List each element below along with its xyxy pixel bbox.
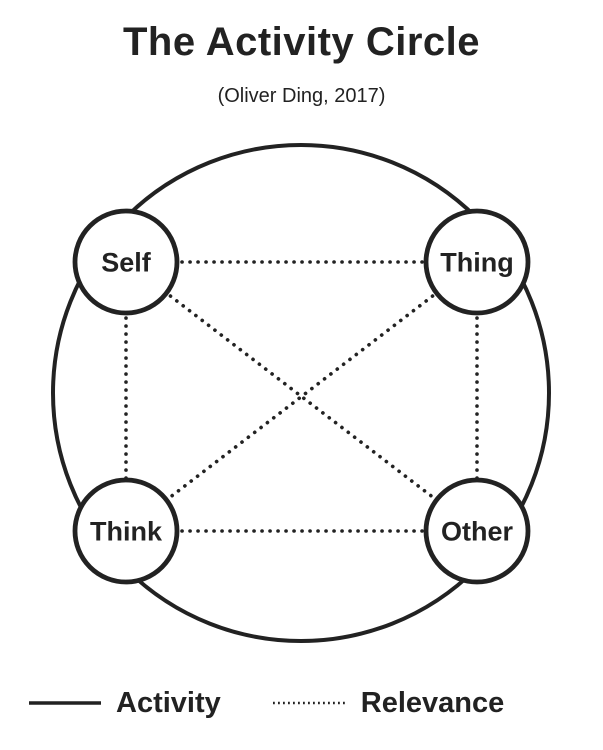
node-circle-self [72, 208, 180, 316]
node-label-think: Think [90, 517, 163, 547]
legend-item-activity: Activity [28, 683, 221, 723]
node-other: Other [423, 477, 531, 585]
node-label-other: Other [441, 517, 514, 547]
page-title: The Activity Circle [122, 20, 481, 64]
legend-item-relevance: Relevance [272, 683, 505, 723]
node-circle-thing [423, 208, 531, 316]
node-circle-other [423, 477, 531, 585]
outer-activity-circle [51, 143, 551, 643]
solid-line-sample-icon [29, 701, 101, 705]
relevance-line-thing-think [124, 260, 479, 533]
legend: Activity Relevance [28, 683, 504, 723]
node-think: Think [72, 477, 180, 585]
node-label-thing: Thing [440, 248, 513, 278]
page-subtitle: (Oliver Ding, 2017) [217, 85, 386, 107]
legend-label-relevance: Relevance [360, 687, 505, 719]
node-self: Self [72, 208, 180, 316]
dotted-line-sample-icon [272, 701, 347, 705]
relevance-line-self-other [124, 260, 479, 533]
node-label-self: Self [101, 248, 152, 278]
node-circle-think [72, 477, 180, 585]
legend-label-activity: Activity [116, 687, 221, 719]
node-thing: Thing [423, 208, 531, 316]
